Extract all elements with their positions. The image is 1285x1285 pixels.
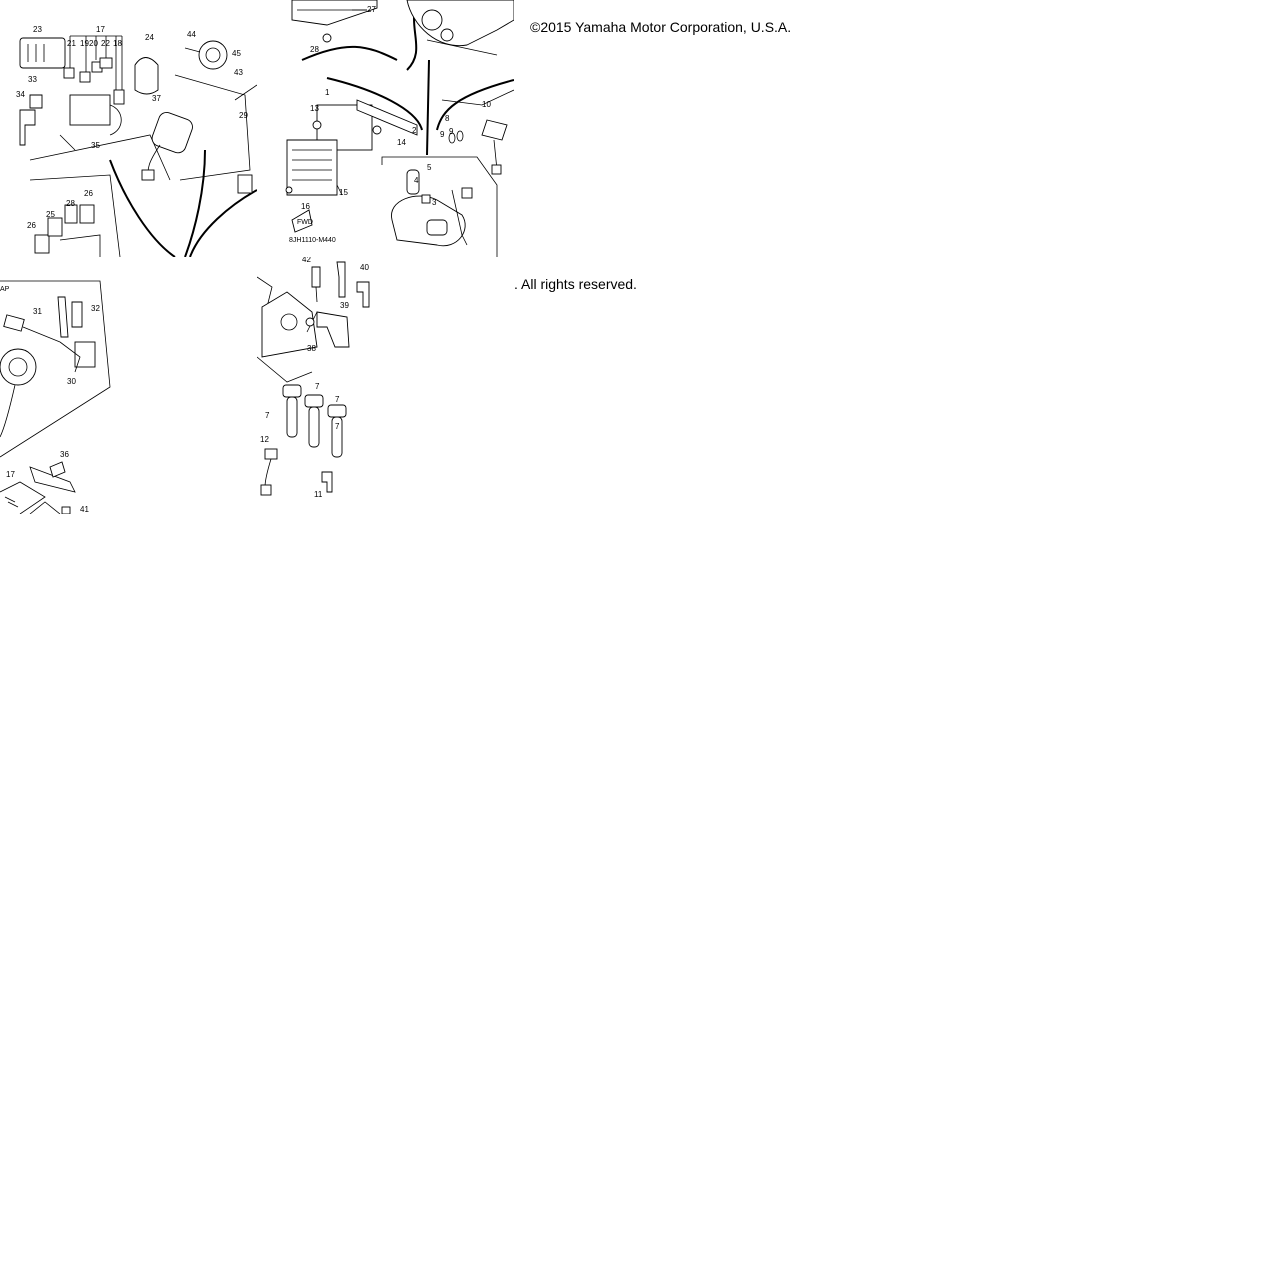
callout-28b: 28 [310,45,319,54]
callout-30: 30 [67,377,76,386]
callout-40: 40 [360,263,369,272]
callout-37: 37 [152,94,161,103]
callout-41: 41 [80,505,89,514]
callout-13: 13 [310,104,319,113]
callout-9b: 9 [449,127,454,136]
copyright-text-2: . All rights reserved. [514,276,637,292]
callout-29: 29 [239,111,248,120]
callout-24: 24 [145,33,154,42]
diagram-bottom-middle-svg: 42 40 39 38 7 7 7 7 12 11 [257,257,370,499]
callout-31: 31 [33,307,42,316]
callout-27: 27 [367,5,376,14]
callout-38: 38 [307,344,316,353]
callout-33: 33 [28,75,37,84]
callout-8: 8 [445,114,450,123]
callout-26a: 26 [84,189,93,198]
callout-7b: 7 [335,395,340,404]
socket-part [198,40,228,70]
callout-23: 23 [33,25,42,34]
callout-12: 12 [260,435,269,444]
oxygen-sensor-part [481,119,508,141]
callout-3: 3 [432,198,437,207]
callout-17b: 17 [6,470,15,479]
power-socket-part [0,348,37,386]
callout-22: 22 [101,39,110,48]
engine-plate-part [261,291,318,358]
callout-9a: 9 [440,130,445,139]
callout-7d: 7 [335,422,340,431]
callout-18: 18 [113,39,122,48]
callout-43: 43 [234,68,243,77]
ignition-coil-part [286,396,298,438]
rectifier-part [286,139,338,196]
fwd-label: FWD [297,219,313,226]
callout-26b: 26 [27,221,36,230]
relay-unit-part [69,94,111,126]
callout-20: 20 [89,39,98,48]
callout-39: 39 [340,301,349,310]
callout-15: 15 [339,188,348,197]
switch-part [151,112,193,154]
fwd-arrow-icon [291,209,313,233]
diagram-tile-bottom-left: AP 31 32 30 36 1 [0,257,257,514]
callout-10: 10 [482,100,491,109]
callout-34: 34 [16,90,25,99]
copyright-text-1: ©2015 Yamaha Motor Corporation, U.S.A. [530,19,792,35]
callout-25: 25 [46,210,55,219]
callout-36: 36 [60,450,69,459]
sensor-part [406,169,420,195]
callout-42: 42 [302,257,311,264]
callout-7c: 7 [265,411,270,420]
callout-5: 5 [427,163,432,172]
diagram-top-middle-svg: FWD 8JH1110-M440 27 28 1 13 2 14 15 16 [285,0,514,257]
diagram-top-left-svg: 23 17 21 19 20 22 18 24 44 45 43 33 34 3… [16,25,257,257]
callout-16: 16 [301,202,310,211]
callout-19: 19 [80,39,89,48]
callout-11: 11 [314,490,323,499]
diagram-tile-top-middle: FWD 8JH1110-M440 27 28 1 13 2 14 15 16 [257,0,514,257]
callout-21: 21 [67,39,76,48]
callout-4: 4 [414,176,419,185]
callout-28a: 28 [66,199,75,208]
ignition-coil-part-2 [308,406,320,448]
horn-part [134,57,159,95]
callout-7a: 7 [315,382,320,391]
fuse-box-part [19,37,66,69]
callout-32: 32 [91,304,100,313]
callout-35: 35 [91,141,100,150]
callout-45: 45 [232,49,241,58]
diagram-tile-bottom-middle: 42 40 39 38 7 7 7 7 12 11 [257,257,514,514]
corner-label: AP [0,286,10,293]
callout-14: 14 [397,138,406,147]
diagram-tile-top-left: 23 17 21 19 20 22 18 24 44 45 43 33 34 3… [0,0,257,257]
callout-44: 44 [187,30,196,39]
callout-17: 17 [96,25,105,34]
drawing-code: 8JH1110-M440 [289,237,336,244]
callout-2: 2 [412,126,417,135]
diagram-bottom-left-svg: AP 31 32 30 36 1 [0,280,111,514]
callout-1: 1 [325,88,330,97]
